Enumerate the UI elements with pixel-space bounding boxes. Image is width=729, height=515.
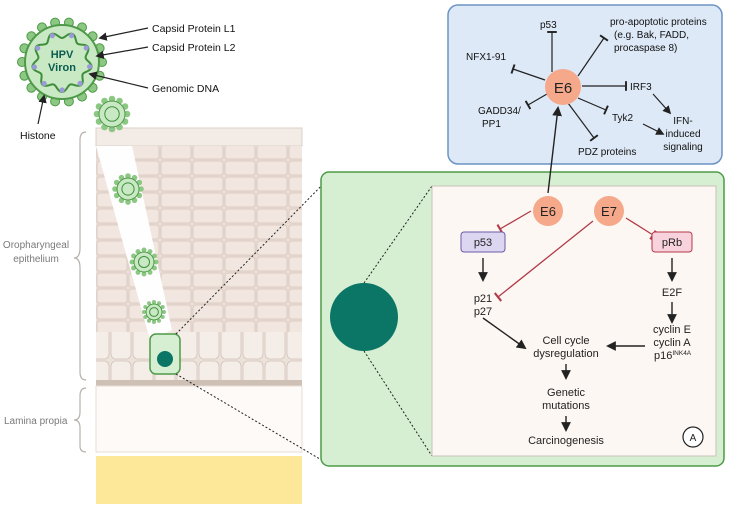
small-virion [129,247,159,277]
prb-box-label: pRb [662,237,682,249]
cyclin-a-label: cyclin A [653,337,691,349]
target-pro-apoptotic-line3: procaspase 8) [614,43,677,54]
arrow-irf3-ifn [652,93,672,115]
zoom-line-bottom [175,373,331,466]
arrow-capsid-l2 [95,46,149,59]
histone-bead [31,64,37,70]
small-virion [142,300,166,324]
genomic-dna-strand [31,32,93,94]
label-capsid-l1: Capsid Protein L1 [152,23,236,35]
inhibit-nfx1-91 [510,64,546,81]
e6-node-top-label: E6 [554,80,572,97]
epithelium-bracket [73,131,87,381]
histone-beads [31,33,93,93]
target-irf3: IRF3 [630,82,652,93]
arrow-capsid-l1 [98,27,149,41]
target-pro-apoptotic-line2: (e.g. Bak, FADD, [614,30,689,41]
zoom-line-top [175,176,331,335]
histone-bead [77,80,83,86]
e6-node-pathway [533,196,563,226]
carcinogenesis-label: Carcinogenesis [528,435,604,447]
p16-base: p16 [654,350,672,362]
histone-bead [59,87,65,93]
p53-box-label: p53 [474,237,492,249]
inhibit-e7-p21-p27 [493,220,594,302]
label-histone: Histone [20,130,56,142]
small-virion [112,173,144,205]
histone-bead [87,64,93,70]
ifn-signaling-line3: signaling [663,142,702,153]
dysregulation-line1: Cell cycle [542,335,589,347]
ifn-signaling-line1: IFN- [673,116,692,127]
inhibit-gadd34 [524,93,548,110]
arrow-tyk2-ifn [642,123,665,135]
target-pdz: PDZ proteins [578,147,636,158]
e6-panel-background [447,4,723,165]
histone-bead [35,45,41,51]
histone-bead [41,80,47,87]
lamina-bracket [73,387,87,453]
arrow-e6-to-targets [547,106,562,194]
target-nfx1-91: NFX1-91 [466,52,506,63]
virion-title-line2: Viron [48,62,76,74]
small-virion [93,95,131,133]
label-capsid-l2: Capsid Protein L2 [152,42,236,54]
epithelium-label-line2: epithelium [13,254,59,265]
zoom-panel: E6 E7 p53 pRb p21 p27 E2F cyclin E cycli… [175,106,725,467]
dysregulation-line2: dysregulation [533,348,598,360]
epithelium-label-line1: Oropharyngeal [3,240,69,251]
nucleus-zoom-line-bottom [363,350,433,457]
inhibit-e6-p53 [496,210,532,235]
virion-title-line1: HPV [51,49,74,61]
prb-box [651,231,693,253]
target-p53: p53 [540,20,557,31]
infected-cell-nucleus [157,351,173,367]
inhibit-pro-apoptotic [577,34,609,77]
panel-marker-label: A [690,433,697,444]
ifn-signaling-line2: induced [665,129,700,140]
e6-targets-panel: E6 p53 pro-apoptotic proteins (e.g. Bak,… [447,4,723,165]
p27-label: p27 [474,306,492,318]
p16-superscript: INK4A [672,350,691,357]
histone-bead [68,33,75,39]
e6-node-pathway-label: E6 [540,204,556,219]
lamina-propia-label: Lamina propia [4,416,68,427]
p53-box [460,231,506,253]
e7-node-label: E7 [601,204,617,219]
inhibit-e7-prb [625,217,657,240]
p21-label: p21 [474,293,492,305]
histone-bead [49,33,55,39]
hpv-virion: HPV Viron Capsid Protein L1 Capsid Prote… [17,17,236,142]
target-pro-apoptotic-line1: pro-apoptotic proteins [610,17,707,28]
genetic-mutations-line2: mutations [542,400,590,412]
target-gadd34-line1: GADD34/ [478,106,521,117]
e6-node-top [545,69,581,105]
pathway-panel [431,185,717,457]
lamina-propia-layer [95,385,303,453]
e7-node [594,196,624,226]
arrow-p21-dysregulation [482,317,527,350]
arrow-histone [37,94,47,125]
label-genomic-dna: Genomic DNA [152,83,219,95]
e2f-label: E2F [662,287,682,299]
target-tyk2: Tyk2 [612,113,634,124]
descending-virions [93,95,166,324]
zoomed-nucleus [330,283,398,351]
inhibit-tyk2 [577,97,609,115]
deeper-tissue-layer [96,456,302,504]
basement-membrane [96,380,302,386]
superficial-layer [95,127,303,147]
panel-marker-circle [682,426,704,448]
basal-cells [96,332,302,380]
cyclin-e-label: cyclin E [653,324,691,336]
p16-label: p16INK4A [654,350,692,362]
genetic-mutations-line1: Genetic [547,387,585,399]
tissue-section: Oropharyngeal epithelium Lamina propia [3,127,303,504]
inhibit-pdz [567,102,599,142]
arrow-genomic-dna [88,71,149,89]
target-gadd34-line2: PP1 [482,119,501,130]
histone-bead [83,45,89,51]
